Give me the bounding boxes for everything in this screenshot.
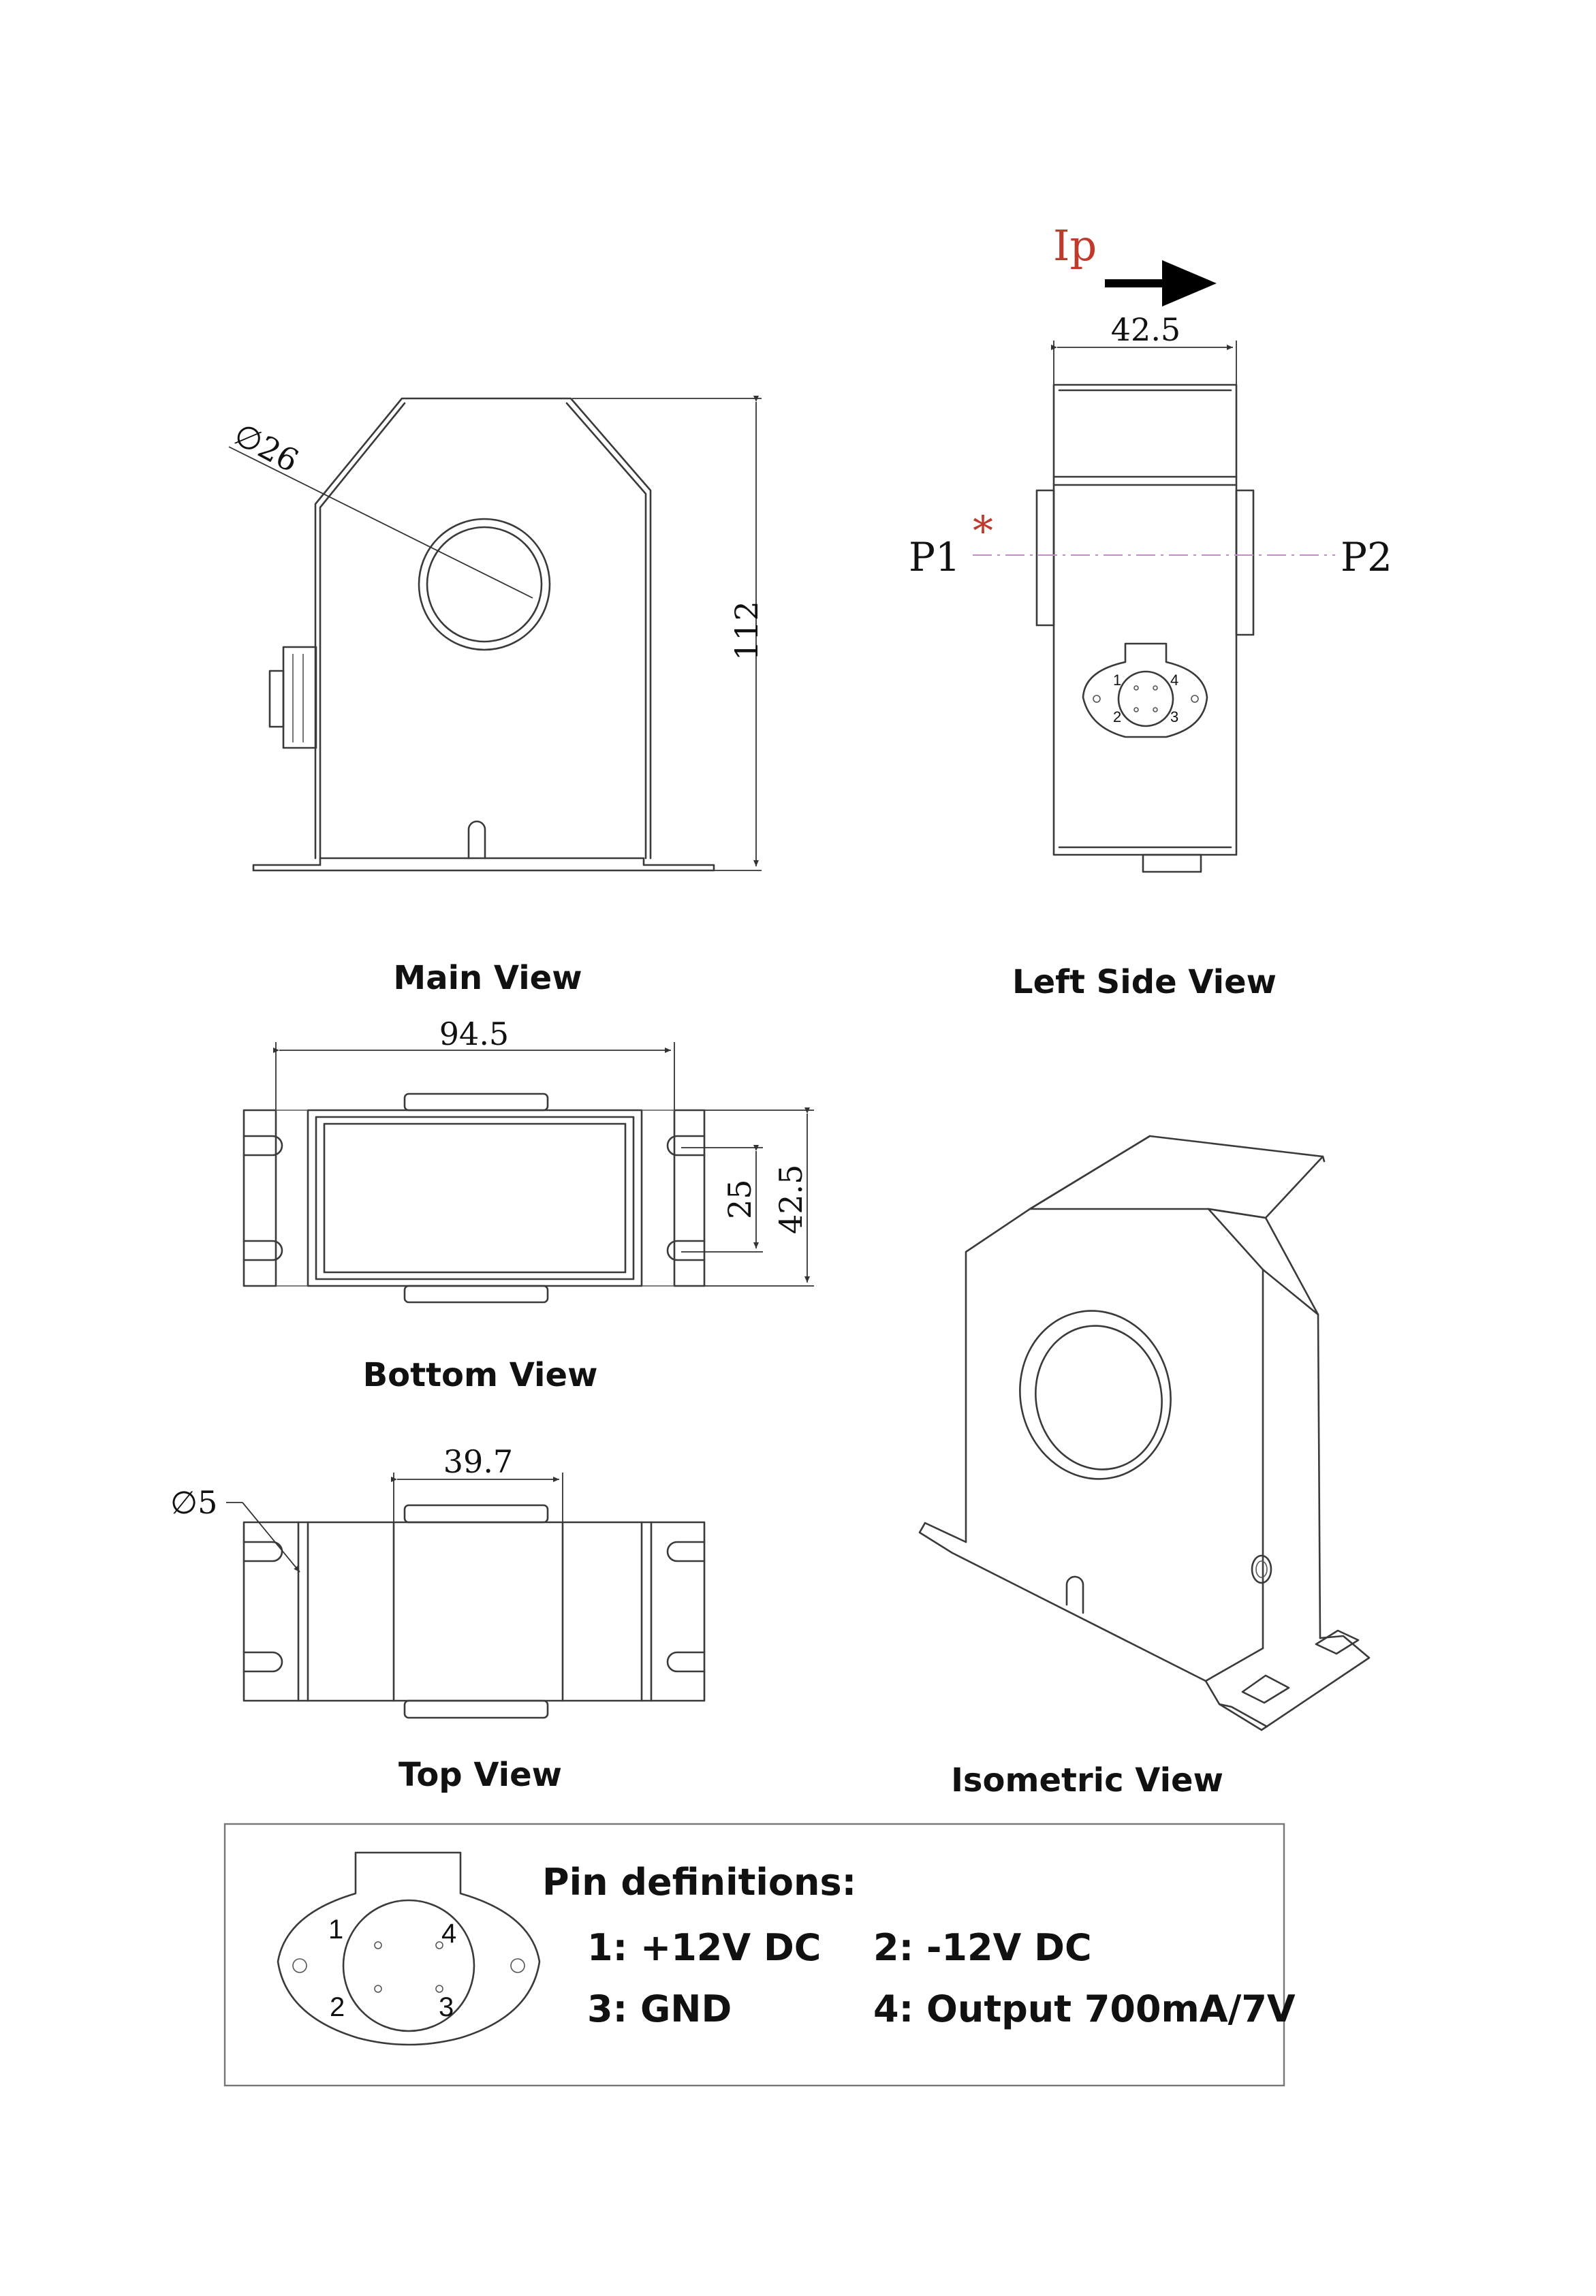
bottom-view-depth-dimension: 42.5 xyxy=(772,1165,809,1234)
main-view-label: Main View xyxy=(393,959,582,997)
bottom-view-length-dimension: 94.5 xyxy=(439,1016,509,1052)
main-view-hole-diameter: ∅26 xyxy=(228,415,304,479)
pin-3-number: 3 xyxy=(439,1992,454,2022)
hole-inner xyxy=(426,526,543,643)
top-view-width-dimension: 39.7 xyxy=(443,1443,513,1480)
top-view-label: Top View xyxy=(398,1756,562,1794)
top-view-drawing xyxy=(226,1473,706,1719)
pin-definitions-panel xyxy=(223,1823,1285,2087)
pin-3-definition: 3: GND xyxy=(587,1987,732,2030)
bottom-view-label: Bottom View xyxy=(363,1356,598,1394)
terminal-p2-label: P2 xyxy=(1341,534,1392,580)
pin-4-number: 4 xyxy=(441,1919,456,1949)
pin-1-definition: 1: +12V DC xyxy=(587,1926,821,1969)
pin-definitions-title: Pin definitions: xyxy=(542,1861,856,1904)
side-connector-pin-1: 1 xyxy=(1113,672,1121,689)
pin-2-number: 2 xyxy=(330,1992,345,2022)
main-view-height-dimension: 112 xyxy=(728,601,765,661)
left-side-view-drawing xyxy=(973,341,1335,873)
isometric-view-label: Isometric View xyxy=(951,1761,1223,1799)
main-view-drawing xyxy=(228,396,762,872)
polarity-mark: * xyxy=(973,507,993,555)
current-label: Ip xyxy=(1053,221,1097,270)
pin-4-definition: 4: Output 700mA/7V xyxy=(873,1987,1296,2030)
side-connector-pin-4: 4 xyxy=(1170,672,1178,689)
pin-1-number: 1 xyxy=(328,1915,343,1945)
top-view-mount-hole-dimension: ∅5 xyxy=(170,1484,217,1521)
isometric-view-drawing xyxy=(918,1135,1371,1731)
side-view-depth-dimension: 42.5 xyxy=(1111,311,1180,348)
terminal-p1-label: P1 xyxy=(909,534,960,580)
pin-2-definition: 2: -12V DC xyxy=(873,1926,1092,1969)
side-connector-pin-2: 2 xyxy=(1113,708,1121,725)
pin-connector-drawing xyxy=(277,1851,541,2046)
bottom-view-inner-width-dimension: 25 xyxy=(721,1179,758,1219)
left-side-view-label: Left Side View xyxy=(1012,963,1277,1001)
current-direction-arrow xyxy=(1105,260,1217,306)
side-connector-pin-3: 3 xyxy=(1170,708,1178,725)
hole-outer xyxy=(418,518,551,651)
bottom-view-drawing xyxy=(242,1042,814,1304)
